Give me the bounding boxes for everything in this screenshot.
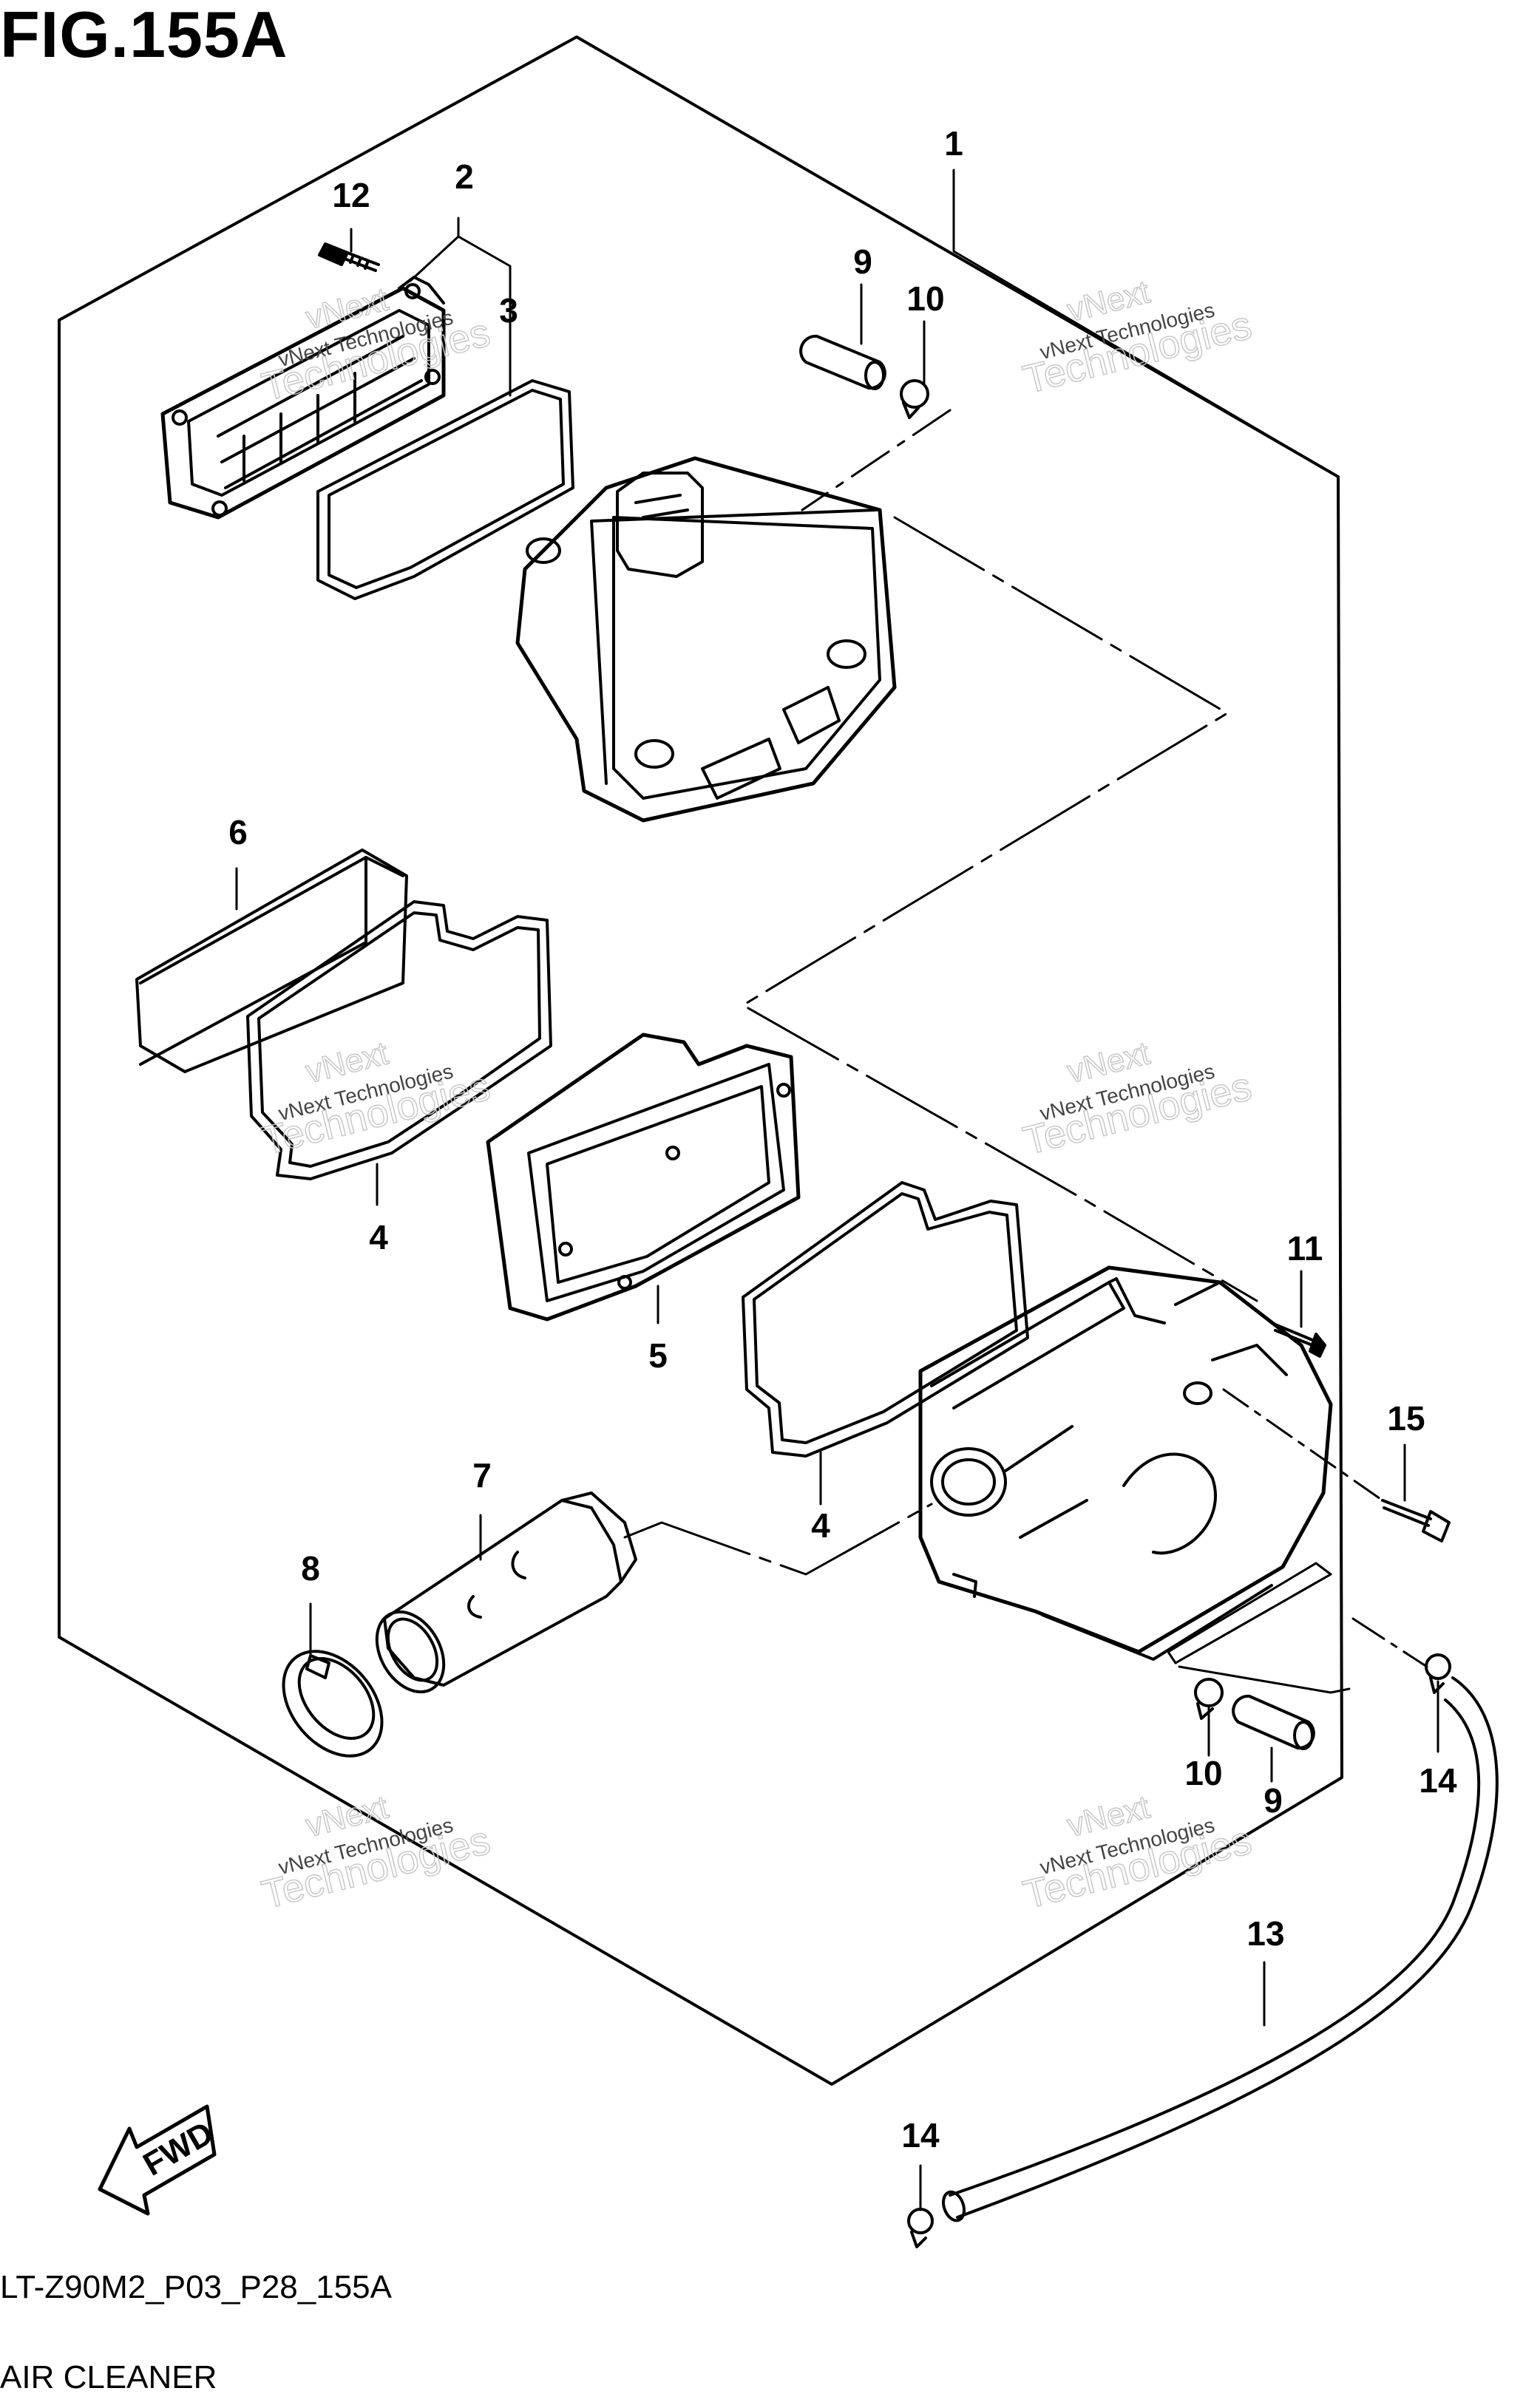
figure-name: AIR CLEANER <box>0 2359 217 2395</box>
callout-3: 3 <box>499 291 518 330</box>
callout-5: 5 <box>648 1336 668 1375</box>
callout-12: 12 <box>332 176 370 214</box>
part-gasket-4-left <box>246 900 552 1180</box>
part-bolt-15 <box>1222 1388 1451 1543</box>
part-cover-gasket <box>316 379 574 600</box>
callout-9-bottom: 9 <box>1263 1781 1283 1820</box>
part-pin-9-bottom <box>1232 1694 1315 1750</box>
callout-11: 11 <box>1287 1229 1323 1268</box>
part-element-6 <box>135 848 408 1073</box>
callout-15: 15 <box>1387 1399 1425 1438</box>
part-hose-13 <box>941 1676 1499 2222</box>
leader-dashed-lower <box>623 1503 1428 1694</box>
callout-1: 1 <box>944 124 963 163</box>
leader-dashed-top <box>742 409 1258 1302</box>
callout-14-right: 14 <box>1419 1761 1457 1800</box>
figure-code: LT-Z90M2_P03_P28_155A <box>0 2269 392 2305</box>
callout-8: 8 <box>301 1549 320 1588</box>
part-clamp-8 <box>282 1650 384 1758</box>
part-clip-14-bottom <box>907 2208 934 2248</box>
part-gasket-4-right <box>742 1181 1029 1458</box>
callout-numbers: 1 2 3 9 10 12 6 4 5 11 15 7 8 4 10 9 14 … <box>228 124 1457 2154</box>
callout-6: 6 <box>228 813 248 851</box>
watermarks: vNext vNext Technologies Technologies vN… <box>257 273 1257 1918</box>
callout-14-bottom: 14 <box>901 2116 940 2154</box>
part-filter-5 <box>486 1033 801 1322</box>
part-case-lower <box>918 1265 1333 1661</box>
part-case-upper <box>515 456 897 823</box>
part-clip-10-top <box>900 379 929 419</box>
fwd-arrow-icon <box>98 2104 217 2216</box>
callout-7: 7 <box>472 1456 492 1494</box>
callout-leaders <box>235 169 1439 2211</box>
callout-9-top: 9 <box>853 242 872 281</box>
callout-13: 13 <box>1246 1914 1284 1953</box>
callout-10-top: 10 <box>906 279 944 318</box>
part-pin-9-top <box>799 334 886 390</box>
callout-2: 2 <box>455 157 474 196</box>
part-cover <box>160 276 446 520</box>
callout-4-right: 4 <box>811 1506 830 1545</box>
callout-10-bottom: 10 <box>1184 1754 1222 1792</box>
figure-title: FIG.155A <box>0 0 288 71</box>
callout-4-left: 4 <box>369 1218 388 1256</box>
part-bolt-11 <box>1270 1322 1326 1358</box>
assembly-frame <box>58 35 1343 2086</box>
part-screw-12 <box>318 242 380 272</box>
part-clip-14-right <box>1425 1653 1451 1694</box>
part-intake-7 <box>375 1492 637 1694</box>
